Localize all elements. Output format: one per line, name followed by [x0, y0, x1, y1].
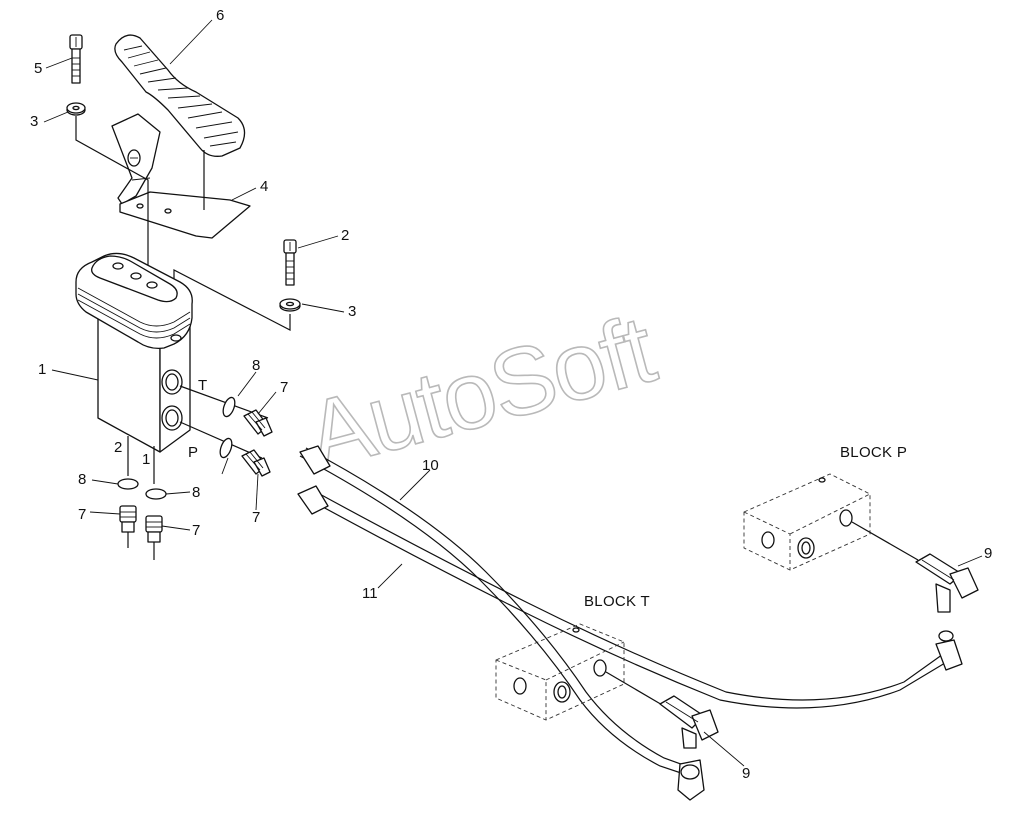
part-3-washer-lower [279, 298, 301, 312]
block-p-label: BLOCK P [840, 444, 907, 461]
block-t-label: BLOCK T [584, 593, 650, 610]
part-7-fitting-port-2 [119, 505, 137, 548]
part-7-fitting-t [243, 409, 273, 437]
part-7-fitting-port-1 [145, 515, 163, 560]
callout-leaders [43, 19, 983, 767]
callout-8-t: 8 [252, 357, 260, 374]
part-5-cap-screw [69, 34, 83, 84]
part-8-o-ring-t [222, 396, 236, 418]
part-6-pedal-pad [114, 34, 246, 157]
callout-5: 5 [34, 60, 42, 77]
callout-11: 11 [362, 585, 378, 602]
callout-3-upper: 3 [30, 113, 38, 130]
callout-8-port-1: 8 [192, 484, 200, 501]
port-label-2: 2 [114, 439, 122, 456]
callout-8-port-2: 8 [78, 471, 86, 488]
part-9-elbow-fitting-block-t [659, 695, 719, 749]
part-2-cap-screw [283, 239, 297, 286]
part-4-pedal-bracket [111, 113, 251, 239]
callout-7-p: 7 [252, 509, 260, 526]
part-11-hose [297, 485, 963, 709]
part-3-washer-upper [66, 102, 86, 116]
callout-10: 10 [422, 457, 439, 474]
part-8-o-ring-port-2 [117, 478, 139, 490]
port-label-p: P [188, 444, 198, 461]
block-t [495, 623, 665, 721]
part-9-elbow-fitting-block-p [915, 553, 979, 642]
port-label-1: 1 [142, 451, 150, 468]
callout-7-port-2: 7 [78, 506, 86, 523]
callout-9-block-p: 9 [984, 545, 992, 562]
callout-3-lower: 3 [348, 303, 356, 320]
part-10-hose [299, 445, 705, 801]
watermark-text: AutoSoft [296, 295, 665, 490]
part-7-fitting-p [241, 449, 271, 477]
callout-2: 2 [341, 227, 349, 244]
block-p [743, 473, 919, 571]
callout-7-port-1: 7 [192, 522, 200, 539]
part-8-o-ring-p [219, 437, 233, 459]
part-1-valve-body [75, 252, 193, 484]
callout-9-block-t: 9 [742, 765, 750, 782]
callout-4: 4 [260, 178, 268, 195]
callout-1: 1 [38, 361, 46, 378]
port-label-t: T [198, 377, 207, 394]
part-8-o-ring-port-1 [145, 488, 167, 500]
callout-7-t: 7 [280, 379, 288, 396]
callout-6: 6 [216, 7, 224, 24]
